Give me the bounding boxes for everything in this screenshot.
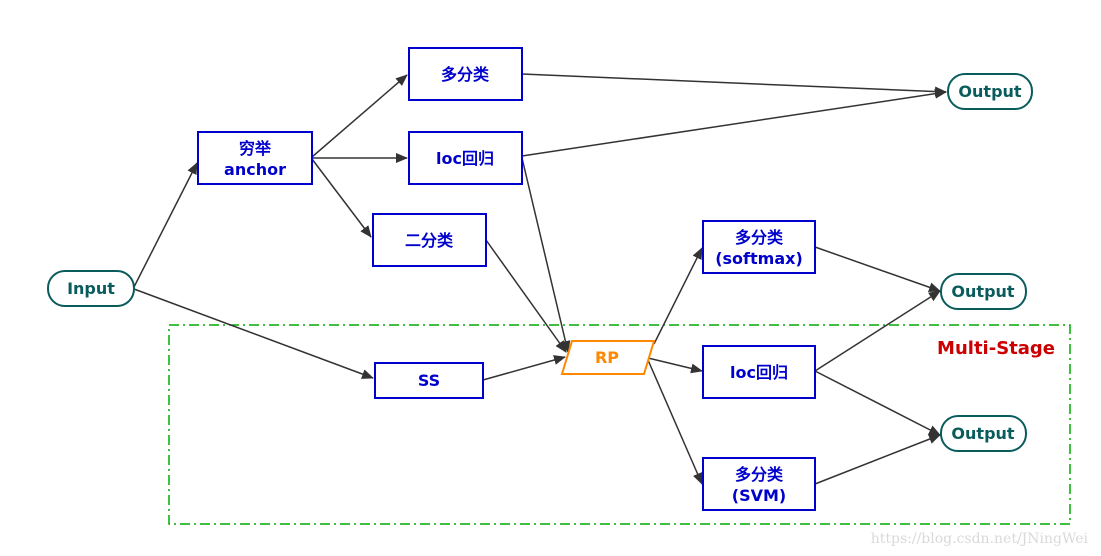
multi-class-top-label: 多分类 [441, 65, 490, 84]
softmax-node: 多分类 (softmax) [702, 220, 816, 274]
output-bottom-node: Output [940, 415, 1027, 452]
edge-ss-rp [482, 355, 566, 381]
multi-stage-region [168, 324, 1071, 525]
edges [133, 73, 947, 485]
loc-regression-mid-node: loc回归 [702, 345, 816, 399]
input-node: Input [47, 270, 135, 307]
edge-svm-output [814, 434, 941, 485]
edge-qiongju-erfenlei [311, 158, 372, 238]
edge-loc-output-bot [814, 370, 941, 436]
edge-erfenlei-rp [485, 239, 567, 353]
edge-loc-rp [521, 157, 571, 353]
edge-input-qiongju [133, 162, 198, 288]
edge-rp-svm [647, 359, 703, 485]
softmax-label-line2: (softmax) [715, 249, 803, 268]
watermark-text: https://blog.csdn.net/JNingWei [871, 531, 1089, 547]
edge-rp-softmax [653, 247, 703, 345]
svm-node: 多分类 (SVM) [702, 457, 816, 511]
binary-class-label: 二分类 [405, 231, 454, 250]
edge-qiongju-multi [311, 74, 408, 158]
output-mid-label: Output [951, 282, 1014, 301]
rp-node: RP [560, 340, 656, 375]
svm-label-line2: (SVM) [732, 486, 786, 505]
multi-class-top-node: 多分类 [408, 47, 523, 101]
multi-stage-label: Multi-Stage [937, 338, 1055, 359]
loc-regression-mid-label: loc回归 [730, 363, 788, 382]
rp-label: RP [595, 348, 619, 367]
qiongju-anchor-node: 穷举 anchor [197, 131, 313, 185]
edge-loc-output [521, 88, 947, 157]
edge-multi-output [521, 73, 947, 97]
edge-loc-output-mid [814, 290, 941, 372]
qiongju-label-line2: anchor [224, 160, 286, 179]
ss-node: SS [374, 362, 484, 399]
softmax-label-line1: 多分类 [735, 228, 784, 247]
binary-class-node: 二分类 [372, 213, 487, 267]
loc-regression-top-label: loc回归 [436, 149, 494, 168]
edge-rp-loc [647, 357, 703, 374]
output-top-label: Output [958, 82, 1021, 101]
output-top-node: Output [947, 73, 1033, 110]
edge-input-ss [133, 288, 374, 379]
loc-regression-top-node: loc回归 [408, 131, 523, 185]
output-mid-node: Output [940, 273, 1027, 310]
output-bottom-label: Output [951, 424, 1014, 443]
edge-softmax-output [814, 246, 941, 293]
input-label: Input [67, 279, 115, 298]
qiongju-label-line1: 穷举 [239, 139, 272, 158]
ss-label: SS [418, 371, 440, 390]
svm-label-line1: 多分类 [735, 465, 784, 484]
